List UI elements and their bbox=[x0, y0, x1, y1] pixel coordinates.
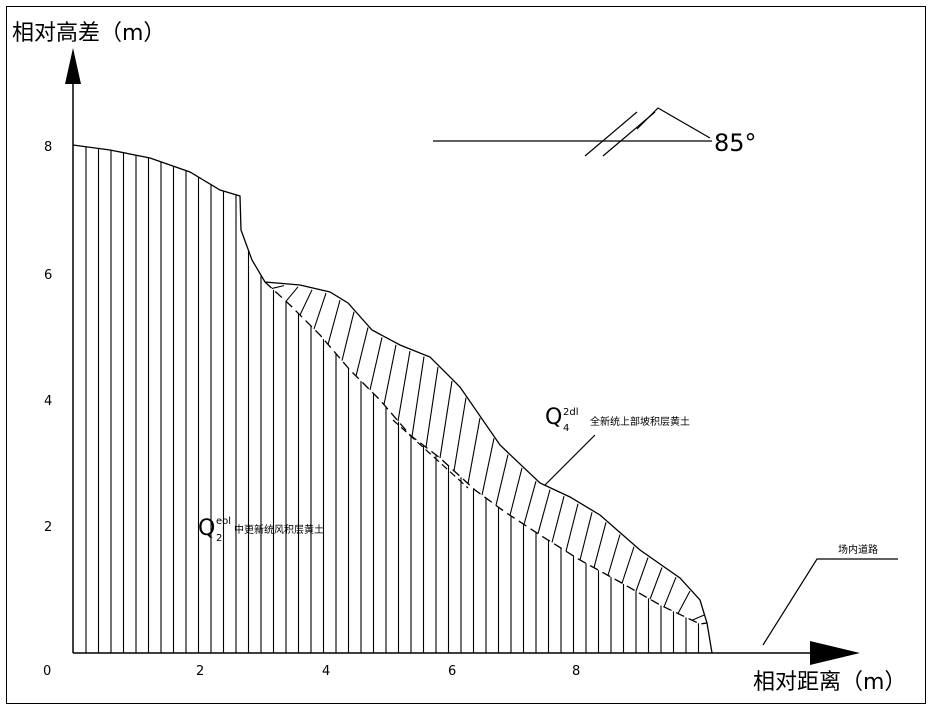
diagonal-hatch-line bbox=[537, 489, 551, 534]
y-axis-arrow bbox=[65, 48, 81, 84]
x-tick-label: 4 bbox=[322, 664, 330, 679]
diagonal-hatch-line bbox=[607, 534, 621, 576]
diagonal-hatch-line bbox=[271, 285, 285, 289]
dip-angle-symbol: 85° bbox=[433, 107, 757, 157]
y-axis-title: 相对高差（m） bbox=[12, 21, 165, 46]
diagonal-hatch-line bbox=[341, 311, 355, 361]
diagonal-hatch-line bbox=[649, 567, 663, 600]
diagonal-hatch-line bbox=[369, 337, 383, 391]
diagonal-hatch-line bbox=[453, 397, 467, 471]
dip-angle-label: 85° bbox=[714, 129, 757, 157]
diagonal-hatch-line bbox=[481, 438, 495, 496]
upper-layer-leader bbox=[544, 434, 596, 486]
diagonal-hatch-line bbox=[425, 366, 439, 448]
lower-layer-label: Q eol 2 中更新统风积层黄土 bbox=[198, 516, 324, 544]
road-leader bbox=[762, 558, 898, 646]
diagonal-hatch-line bbox=[593, 522, 607, 568]
y-tick-label: 6 bbox=[44, 268, 52, 283]
lower-layer-name: 中更新统风积层黄土 bbox=[234, 523, 324, 536]
upper-layer-superscript: 2dl bbox=[563, 407, 579, 418]
diagonal-hatch-line bbox=[355, 327, 369, 377]
lower-layer-vertical-hatch bbox=[85, 146, 700, 653]
ground-surface-line bbox=[72, 144, 713, 654]
diagonal-hatch-line bbox=[691, 614, 705, 621]
upper-layer-symbol: Q bbox=[545, 405, 562, 430]
x-axis-arrow bbox=[810, 641, 860, 665]
upper-layer-label: Q 2dl 4 全新统上部坡积层黄土 bbox=[544, 405, 690, 486]
diagonal-hatch-line bbox=[677, 590, 691, 614]
diagonal-hatch-line bbox=[663, 576, 677, 608]
diagram-frame bbox=[6, 6, 926, 704]
road-label-group: 场内道路 bbox=[762, 543, 898, 646]
diagonal-hatch-line bbox=[565, 503, 579, 552]
x-tick-label: 6 bbox=[448, 664, 456, 679]
diagonal-hatch-line bbox=[439, 380, 453, 459]
diagonal-hatch-line bbox=[467, 417, 481, 484]
layer-boundary-dashed-line bbox=[264, 281, 708, 625]
upper-layer-diagonal-hatch bbox=[271, 285, 705, 621]
diagonal-hatch-line bbox=[635, 557, 649, 592]
y-tick-label: 4 bbox=[44, 394, 52, 409]
upper-layer-subscript: 4 bbox=[563, 423, 569, 434]
diagonal-hatch-line bbox=[327, 299, 341, 345]
y-tick-label: 8 bbox=[44, 140, 52, 155]
diagonal-hatch-line bbox=[523, 481, 537, 525]
diagonal-hatch-line bbox=[411, 356, 425, 437]
x-tick-label: 2 bbox=[196, 664, 204, 679]
diagonal-hatch-line bbox=[579, 512, 593, 561]
y-tick-label: 2 bbox=[44, 520, 52, 535]
road-label: 场内道路 bbox=[838, 543, 878, 556]
x-tick-label: 8 bbox=[572, 664, 580, 679]
diagonal-hatch-line bbox=[509, 467, 523, 516]
lower-layer-symbol: Q bbox=[198, 516, 215, 541]
diagonal-hatch-line bbox=[551, 496, 565, 543]
lower-layer-superscript: eol bbox=[216, 516, 231, 527]
diagonal-hatch-line bbox=[495, 454, 509, 506]
diagonal-hatch-line bbox=[621, 546, 635, 584]
diagonal-hatch-line bbox=[313, 292, 327, 330]
diagonal-hatch-line bbox=[383, 344, 397, 405]
diagonal-hatch-line bbox=[299, 289, 313, 316]
origin-label: 0 bbox=[43, 664, 51, 679]
inner-dashed-line bbox=[392, 419, 469, 489]
upper-layer-name: 全新统上部坡积层黄土 bbox=[590, 415, 690, 428]
x-axis-title: 相对距离（m） bbox=[753, 670, 906, 695]
diagonal-hatch-line bbox=[397, 350, 411, 422]
diagonal-hatch-line bbox=[285, 286, 299, 302]
lower-layer-subscript: 2 bbox=[216, 533, 222, 544]
